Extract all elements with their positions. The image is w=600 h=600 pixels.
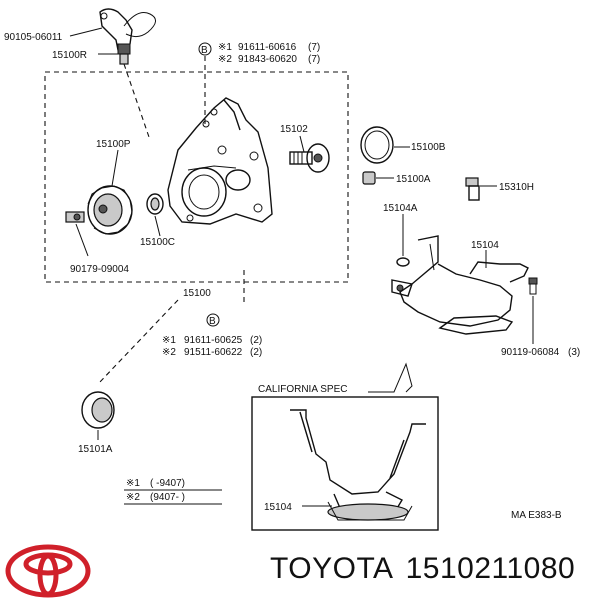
svg-text:B: B xyxy=(209,316,216,327)
legend-line1-prefix: ※1 xyxy=(126,478,140,489)
part-label-15104A: 15104A xyxy=(383,203,418,214)
part-label-15104: 15104 xyxy=(471,240,499,251)
part-label-90119: 90119-06084 xyxy=(501,347,560,358)
oil-seal-15100C-icon xyxy=(146,193,164,215)
valve-15310H-icon xyxy=(465,177,480,201)
california-spec-box xyxy=(251,396,439,531)
drive-rotor-gear-icon xyxy=(87,185,133,235)
part-label-15100: 15100 xyxy=(183,288,211,299)
bolt-top-line1-part: 91611-60616 xyxy=(238,42,297,53)
part-label-15310H: 15310H xyxy=(499,182,534,193)
bolt-bottom-line1-qty: (2) xyxy=(250,335,262,346)
bolt-90179-icon xyxy=(65,211,85,223)
part-label-15102: 15102 xyxy=(280,124,308,135)
california-spec-title: CALIFORNIA SPEC xyxy=(258,384,347,395)
part-label-90179: 90179-09004 xyxy=(70,264,129,275)
legend-line1-range: ( -9407) xyxy=(150,478,185,489)
bolt-top-line1-qty: (7) xyxy=(308,42,320,53)
diagram-code: MA E383-B xyxy=(511,510,562,521)
part-label-15104-california: 15104 xyxy=(264,502,292,513)
part-label-90119-qty: (3) xyxy=(568,347,580,358)
bolt-top-line1-prefix: ※1 xyxy=(218,42,232,53)
relief-plunger-icon xyxy=(289,143,330,173)
oil-pressure-sensor-icon xyxy=(99,8,156,65)
bolt-bottom-line2-prefix: ※2 xyxy=(162,347,176,358)
legend-line2-prefix: ※2 xyxy=(126,492,140,503)
bolt-90119-icon xyxy=(528,277,538,295)
toyota-logo-icon xyxy=(5,544,91,598)
legend-line2-range: (9407- ) xyxy=(150,492,185,503)
bolt-bottom-line1-prefix: ※1 xyxy=(162,335,176,346)
legend: ※1 ( -9407) ※2 (9407- ) xyxy=(124,478,222,505)
bolt-note-bottom: B ※1 91611-60625 (2) ※2 91511-60622 (2) xyxy=(162,313,262,358)
part-label-15100P: 15100P xyxy=(96,139,131,150)
brand-name: TOYOTA xyxy=(270,552,394,585)
pump-assembly-dashed-frame xyxy=(44,71,349,283)
crankshaft-seal-icon xyxy=(81,391,115,429)
bolt-bottom-line2-qty: (2) xyxy=(250,347,262,358)
part-number: 1510211080 xyxy=(405,552,576,585)
part-label-15100R: 15100R xyxy=(52,50,87,61)
bolt-top-line2-qty: (7) xyxy=(308,54,320,65)
part-label-15101A: 15101A xyxy=(78,444,113,455)
part-label-15100C: 15100C xyxy=(140,237,175,248)
bolt-note-top: B ※1 91611-60616 (7) ※2 91843-60620 (7) xyxy=(198,42,320,65)
svg-text:B: B xyxy=(201,45,208,56)
bolt-bottom-line2-part: 91511-60622 xyxy=(184,347,243,358)
part-label-90105: 90105-06011 xyxy=(4,32,63,43)
bolt-top-line2-prefix: ※2 xyxy=(218,54,232,65)
plug-15100A-icon xyxy=(362,171,376,185)
bolt-bottom-line1-part: 91611-60625 xyxy=(184,335,243,346)
part-label-15100A: 15100A xyxy=(396,174,431,185)
bolt-top-line2-part: 91843-60620 xyxy=(238,54,297,65)
oil-strainer-icon xyxy=(391,235,529,335)
california-strainer-icon xyxy=(290,409,426,521)
gasket-15104A-icon xyxy=(396,257,410,267)
part-label-15100B: 15100B xyxy=(411,142,446,153)
o-ring-15100B-icon xyxy=(360,126,394,164)
brand-part-number: TOYOTA 1510211080 xyxy=(270,552,587,586)
oil-pump-body-icon xyxy=(167,97,273,225)
